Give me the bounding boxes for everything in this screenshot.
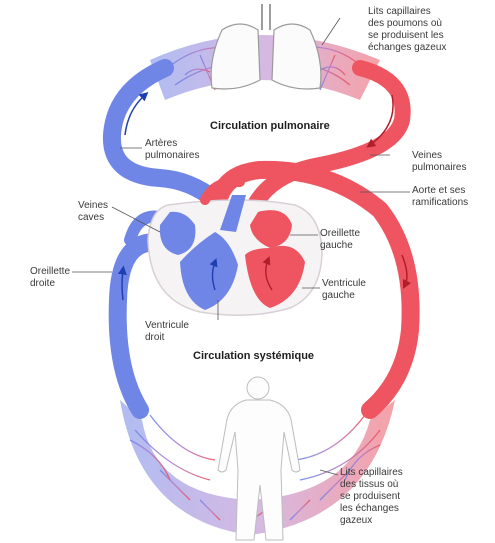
right-ventricle-label: Ventricule droit	[145, 320, 189, 343]
pulmonary-veins-label: Veines pulmonaires	[412, 150, 467, 173]
left-atrium-label: Oreillette gauche	[320, 228, 361, 251]
pulmonary-arteries-label: Artères pulmonaires	[145, 138, 200, 161]
venae-cavae-vessel	[108, 233, 179, 419]
heart	[147, 176, 323, 316]
right-atrium-chamber	[159, 211, 196, 255]
left-ventricle-chamber	[245, 245, 305, 308]
human-body-silhouette	[217, 376, 301, 541]
right-atrium-label: Oreillette droite	[30, 266, 71, 289]
leader-lines	[72, 17, 410, 476]
right-ventricle-chamber	[180, 232, 238, 310]
systemic-circulation-title: Circulation systémique	[193, 350, 315, 362]
left-ventricle-label: Ventricule gauche	[322, 278, 366, 301]
venae-cavae-label: Veines caves	[78, 200, 109, 223]
pulmonary-vein-vessel	[242, 60, 411, 223]
lung-capillary-bed	[150, 35, 380, 100]
lung-capillaries-label: Lits capillaires des poumons où se produ…	[368, 6, 447, 53]
tissue-capillaries-label: Lits capillaires des tissus où se produi…	[340, 467, 403, 526]
lungs	[210, 4, 322, 90]
aorta-label: Aorte et ses ramifications	[412, 185, 469, 208]
pulmonary-circulation-title: Circulation pulmonaire	[210, 120, 330, 132]
pulmonary-artery-vessel	[102, 59, 224, 209]
left-atrium-chamber	[250, 210, 292, 248]
